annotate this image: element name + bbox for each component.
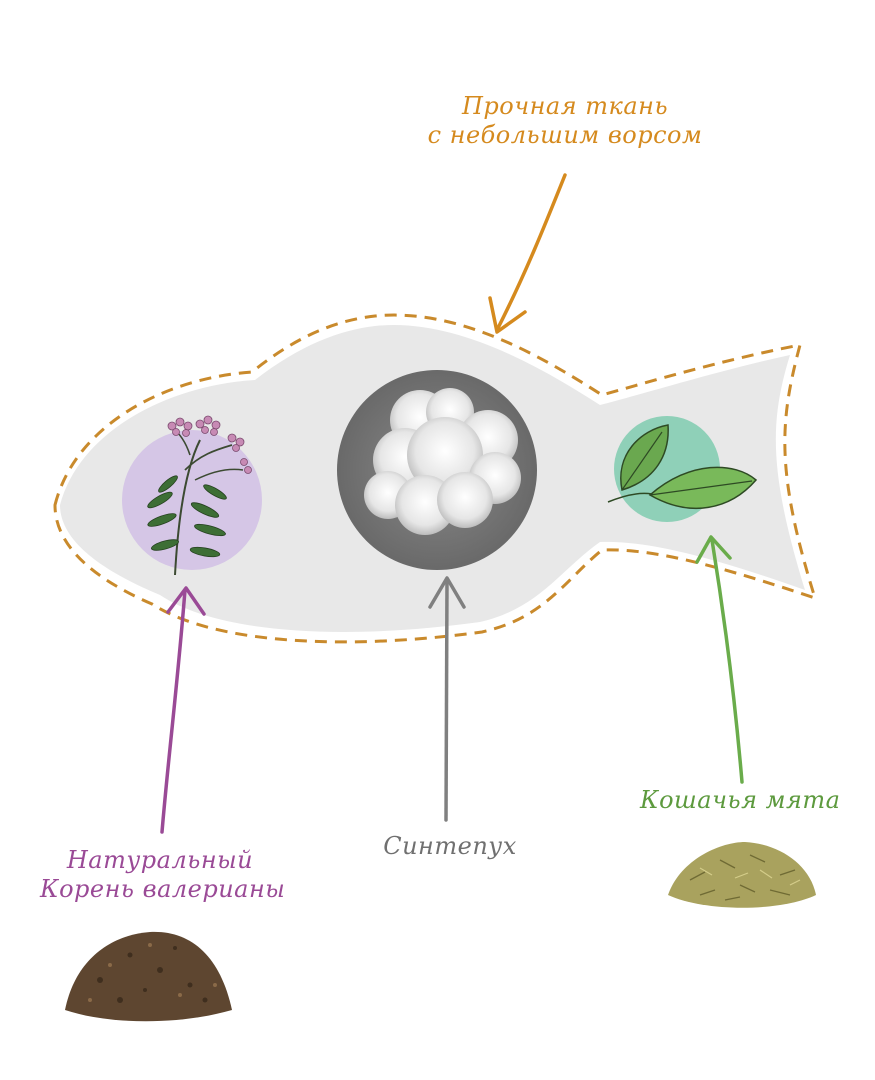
valerian-arrow [160,586,206,834]
valerian-label-line2: Корень валерианы [40,874,286,903]
filler-label-text: Синтепух [383,832,517,860]
fabric-label: Прочная ткань с небольшим ворсом [420,92,710,150]
fabric-label-line1: Прочная ткань [461,92,669,120]
valerian-flower-icon [122,415,262,576]
catnip-label: Кошачья мята [640,786,840,815]
dried-catnip-pile-icon [668,842,816,908]
cloud-icon [337,370,537,570]
fabric-arrow [488,173,567,334]
catnip-label-text: Кошачья мята [640,786,841,814]
mint-leaf-icon [607,416,758,522]
filler-label: Синтепух [370,832,530,861]
fabric-label-line2: с небольшим ворсом [427,120,703,149]
valerian-label: Натуральный Корень валерианы [40,846,286,904]
catnip-arrow [695,535,744,784]
fish-dashed-outline [53,313,818,644]
filler-arrow [428,576,466,822]
valerian-label-line1: Натуральный [66,846,254,874]
valerian-root-pile-icon [65,931,232,1022]
